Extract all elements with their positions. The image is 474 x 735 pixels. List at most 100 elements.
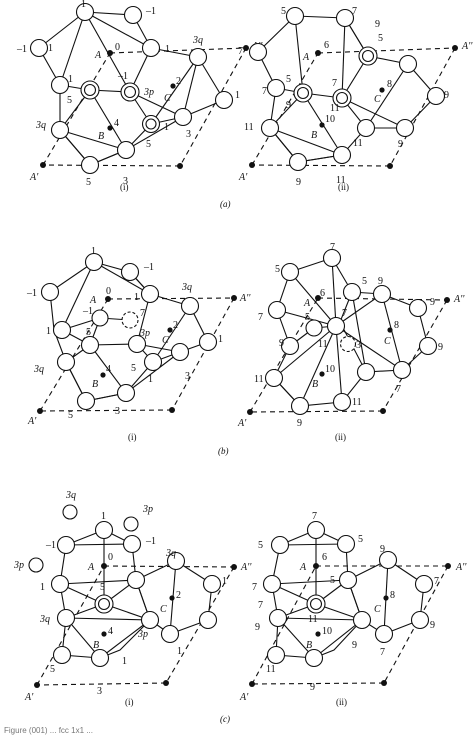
panel-b-ii-markers — [247, 295, 450, 415]
label: 8 — [387, 79, 392, 90]
footer-text: Figure (001) ... fcc 1x1 ... — [4, 726, 93, 735]
label: 9 — [296, 177, 301, 188]
label: 1 — [165, 44, 170, 55]
label: 3p — [137, 629, 148, 640]
label: 1 — [91, 246, 96, 257]
label: 10 — [322, 626, 332, 637]
label: C — [374, 94, 381, 105]
label: 3 — [123, 176, 128, 187]
label: 3 — [356, 340, 361, 351]
label: A'' — [453, 294, 465, 305]
label: 3p — [143, 87, 154, 98]
label: 10 — [325, 114, 335, 125]
label: 3q — [165, 548, 176, 559]
panel-a-i-atoms — [29, 2, 234, 175]
panel-caption-c: (c) — [220, 714, 230, 724]
subpanel-caption: (ii) — [336, 697, 347, 707]
label: B — [93, 640, 99, 651]
label: A'' — [240, 562, 252, 573]
label: A — [303, 298, 311, 309]
label: –1 — [26, 288, 37, 299]
label: 10 — [325, 364, 335, 375]
label: –1 — [82, 306, 93, 317]
label: A' — [24, 692, 34, 703]
label: –1 — [145, 536, 156, 547]
label: 1 — [148, 374, 153, 385]
label: B — [311, 130, 317, 141]
label: 9 — [380, 544, 385, 555]
label: A' — [239, 692, 249, 703]
label: 3q — [181, 282, 192, 293]
subpanel-caption: (i) — [125, 697, 134, 707]
label: 7 — [396, 384, 401, 395]
label: 5 — [50, 664, 55, 675]
label: 3p — [142, 504, 153, 515]
label: 7 — [330, 242, 335, 253]
label: 7 — [342, 308, 347, 319]
panel-caption-a: (a) — [220, 199, 231, 209]
label: 7 — [262, 86, 267, 97]
label: 0 — [108, 552, 113, 563]
label: 9 — [438, 342, 443, 353]
label: 5 — [68, 410, 73, 421]
label: 9 — [430, 620, 435, 631]
label: 2 — [176, 76, 181, 87]
panel-c-ii-markers — [249, 563, 451, 687]
panel-b-i-markers — [37, 295, 237, 414]
label: 5 — [330, 575, 335, 586]
label: 3q — [65, 490, 76, 501]
subpanel-caption: (ii) — [335, 432, 346, 442]
label: 11 — [336, 175, 346, 186]
label: 1 — [222, 576, 227, 587]
label: 1 — [218, 334, 223, 345]
label: 9 — [378, 276, 383, 287]
label: 5 — [86, 327, 91, 338]
label: 3p — [13, 560, 24, 571]
label: 9 — [310, 682, 315, 693]
label: 5 — [362, 276, 367, 287]
label: 7 — [352, 6, 357, 17]
label: 7 — [312, 511, 317, 522]
label: 9 — [375, 19, 380, 30]
label: –1 — [16, 44, 27, 55]
label: 1 — [122, 656, 127, 667]
label: –1 — [117, 71, 128, 82]
label: 5 — [131, 363, 136, 374]
panel-caption-b: (b) — [218, 446, 229, 456]
label: 9 — [255, 622, 260, 633]
label: 5 — [378, 33, 383, 44]
panel-c-i-labels: 3q 3p 3p 1 –1 –1 A 0 1 3q 1 A'' 5 2 C 3q… — [13, 490, 252, 707]
label: 3p — [139, 328, 150, 339]
label: C — [374, 604, 381, 615]
subpanel-caption: (i) — [120, 182, 129, 192]
label: 11 — [254, 374, 264, 385]
label: 3 — [115, 406, 120, 417]
panel-b-i-labels: 1 –1 –1 0 A 1 3q A'' 1 –1 7 5 2 C 3p 1 3… — [26, 246, 251, 442]
label: 8 — [390, 590, 395, 601]
label: –1 — [143, 262, 154, 273]
label: 9 — [279, 338, 284, 349]
subpanel-caption: (i) — [128, 432, 137, 442]
label: 11 — [308, 614, 318, 625]
label: 5 — [286, 74, 291, 85]
label: 3q — [33, 364, 44, 375]
label: 6 — [320, 288, 325, 299]
label: A' — [237, 418, 247, 429]
label: 1 — [134, 292, 139, 303]
panel-a-ii-markers — [249, 45, 458, 169]
label: 7 — [140, 308, 145, 319]
label: 0 — [106, 286, 111, 297]
label: A'' — [455, 562, 467, 573]
label: 11 — [352, 397, 362, 408]
label: 4 — [106, 364, 111, 375]
label: 7 — [258, 600, 263, 611]
label: 3q — [39, 614, 50, 625]
panel-a-ii-labels: 5 7 9 7 6 5 A'' A 7 7 5 9 11 8 C 9 11 10… — [238, 6, 473, 192]
label: 2 — [176, 590, 181, 601]
label: 5 — [86, 177, 91, 188]
label: A'' — [239, 293, 251, 304]
panel-a-i-markers — [40, 45, 249, 169]
label: B — [92, 379, 98, 390]
label: A — [299, 562, 307, 573]
label: A — [302, 52, 310, 63]
